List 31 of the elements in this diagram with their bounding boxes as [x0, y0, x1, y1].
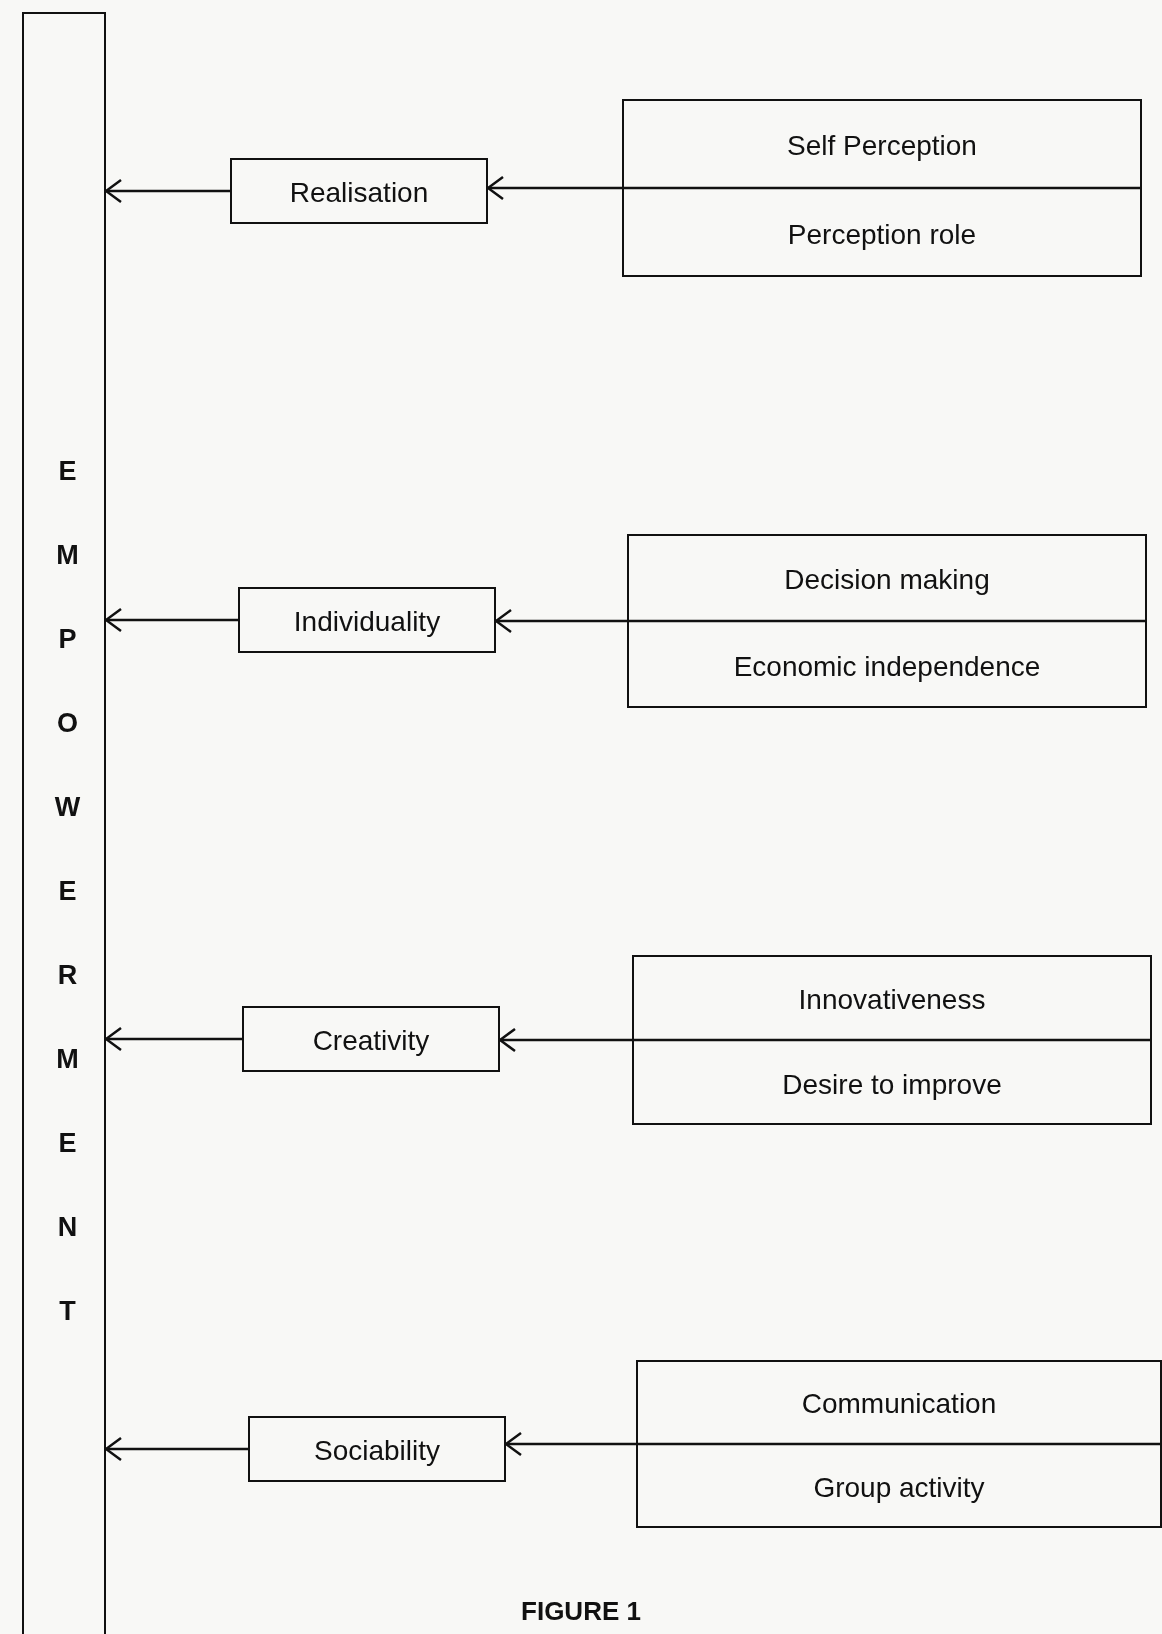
node-label: Creativity [311, 1025, 431, 1057]
process-box [238, 587, 496, 653]
factor-label: Economic independence [732, 650, 1042, 683]
arrow [104, 1436, 248, 1462]
vertical-bar [22, 12, 106, 1634]
process-box [230, 158, 488, 224]
factor-label: Perception role [786, 218, 978, 251]
factor-box [627, 534, 1147, 708]
factor-box [632, 955, 1152, 1125]
arrow [104, 607, 238, 633]
figure-caption: FIGURE 1 [520, 1596, 642, 1627]
factor-label: Decision making [783, 563, 991, 596]
vertical-title: EMPOWERMENT [54, 455, 81, 1328]
factor-box [622, 99, 1142, 277]
node-label: Individuality [292, 606, 442, 638]
factor-box [636, 1360, 1162, 1528]
factor-label: Desire to improve [781, 1068, 1003, 1101]
arrow [486, 175, 622, 201]
process-box [242, 1006, 500, 1072]
factor-label: Group activity [812, 1472, 986, 1504]
node-label: Sociability [312, 1435, 442, 1467]
factor-label: Self Perception [786, 129, 978, 162]
arrow [104, 1026, 242, 1052]
arrow [498, 1027, 632, 1053]
arrow [504, 1431, 636, 1457]
factor-label: Innovativeness [797, 983, 987, 1016]
process-box [248, 1416, 506, 1482]
node-label: Realisation [288, 177, 430, 209]
arrow [104, 178, 230, 204]
arrow [494, 608, 627, 634]
factor-label: Communication [800, 1388, 998, 1420]
